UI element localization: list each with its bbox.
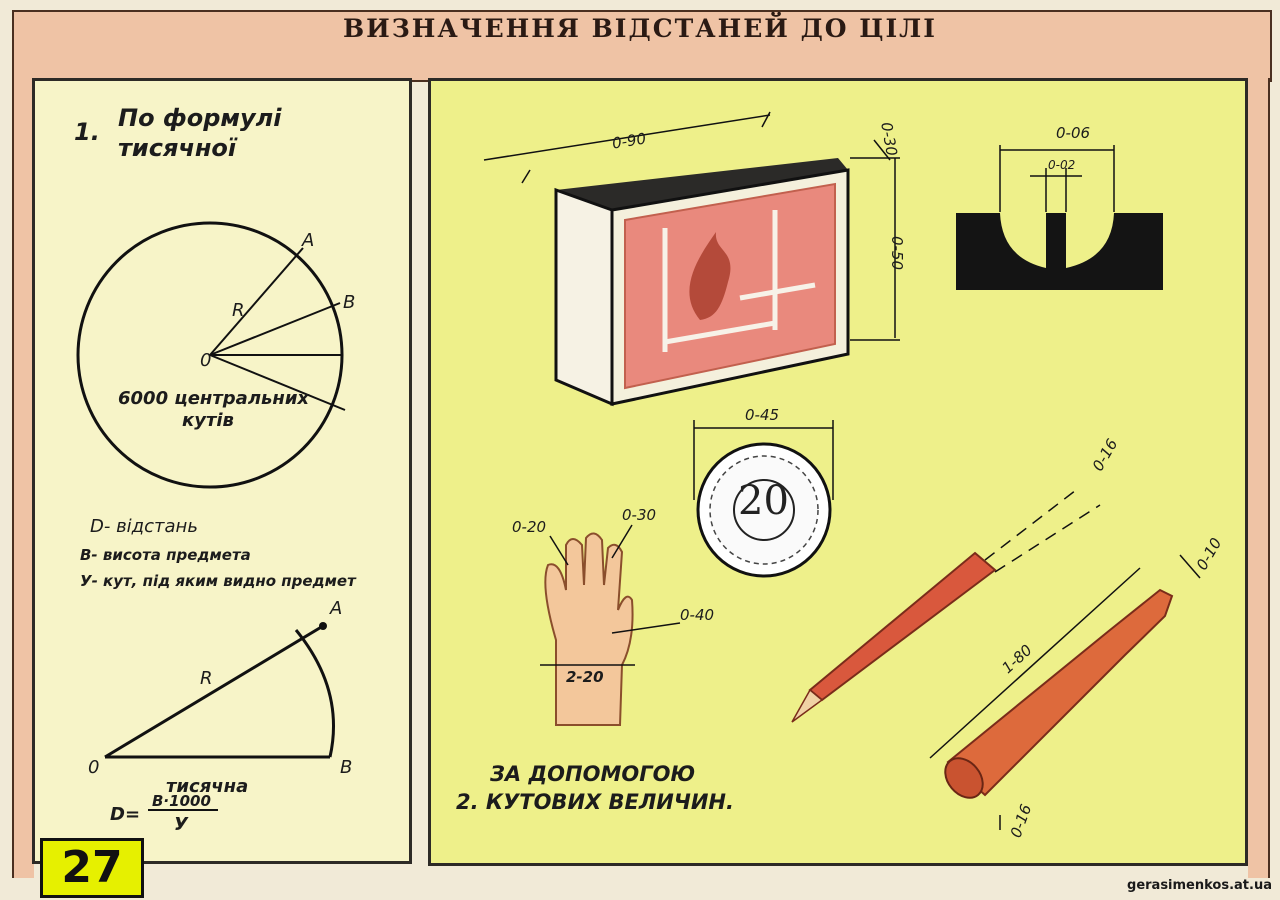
sector-label-a: A: [330, 598, 343, 619]
title-band: [12, 10, 1272, 82]
page-number-box: [40, 838, 144, 898]
label-wrist: 2-20: [566, 668, 604, 686]
label-sight-inner: 0-02: [1048, 158, 1076, 172]
circle-label-center: 0: [200, 350, 212, 371]
radius-a: [209, 247, 304, 356]
sector-point-a: [319, 622, 327, 630]
coin-value: 20: [738, 478, 789, 524]
dim-box-width: [483, 114, 771, 161]
hand-drawing: [544, 532, 634, 726]
pencil-body: [808, 551, 997, 702]
rear-sight-shape: [956, 213, 1163, 290]
dim-knuckle: [611, 622, 681, 634]
radius-b: [209, 302, 341, 356]
legend-d: D- відстань: [90, 516, 198, 537]
matchbox-side: [554, 187, 614, 407]
left-edge-strip: [12, 78, 34, 878]
site-credit: gerasimenkos.at.ua: [1127, 878, 1272, 893]
coin-wreath: [709, 455, 819, 565]
label-finger-b: 0-30: [622, 506, 657, 524]
label-finger-a: 0-20: [512, 518, 547, 536]
circle-caption-line-1: 6000 центральних: [118, 388, 310, 409]
right-edge-strip: [1248, 78, 1270, 878]
match-bottom: [664, 320, 776, 345]
cartridge-base: [944, 757, 984, 799]
legend-y: У- кут, під яким видно предмет: [80, 572, 356, 590]
method-caption-line-1: ЗА ДОПОМОГОЮ: [490, 762, 696, 786]
label-sight-outer: 0-06: [1056, 124, 1091, 142]
pencil-tip: [791, 688, 824, 723]
cartridge-body: [946, 588, 1174, 797]
formula-lhs: D=: [110, 804, 141, 825]
sector-label-o: 0: [88, 757, 100, 778]
circle-caption-line-2: кутів: [182, 410, 234, 431]
dim-cartridge-tip: [1179, 554, 1201, 579]
sector-label-r: R: [200, 668, 213, 689]
circle-label-b: B: [343, 292, 356, 313]
flame-icon: [689, 232, 731, 320]
label-box-height: 0-50: [888, 235, 907, 271]
heading-number: 1.: [74, 118, 100, 146]
circle-label-r: R: [232, 300, 245, 321]
method-caption-line-2: 2. КУТОВИХ ВЕЛИЧИН.: [456, 790, 734, 814]
sector-label-b: B: [340, 757, 353, 778]
heading-line-1: По формулі: [118, 104, 282, 132]
formula-numerator: B·1000: [152, 792, 211, 810]
formula-caption: тисячна: [166, 776, 249, 797]
matchbox-top: [556, 158, 848, 210]
sector-radius-line: [104, 624, 324, 759]
label-knuckle: 0-40: [680, 606, 715, 624]
match-horizontal: [739, 282, 816, 301]
dim-cartridge-length: [929, 567, 1141, 759]
dim-pencil-guide-1: [984, 486, 1081, 561]
sector-arc: [294, 629, 335, 758]
legend-b: В- висота предмета: [80, 546, 251, 564]
circle-label-a: A: [302, 230, 315, 251]
label-coin-width: 0-45: [745, 406, 780, 424]
dim-box-depth: [873, 139, 891, 161]
left-panel: [32, 78, 412, 864]
formula-denominator: У: [174, 814, 188, 835]
page-number: 27: [61, 842, 123, 893]
page-title: ВИЗНАЧЕННЯ ВІДСТАНЕЙ ДО ЦІЛІ: [343, 14, 937, 43]
dim-pencil-guide-2: [994, 504, 1101, 573]
radius-lower: [209, 354, 346, 411]
heading-line-2: тисячної: [118, 134, 237, 162]
matchbox-label: [624, 182, 836, 390]
